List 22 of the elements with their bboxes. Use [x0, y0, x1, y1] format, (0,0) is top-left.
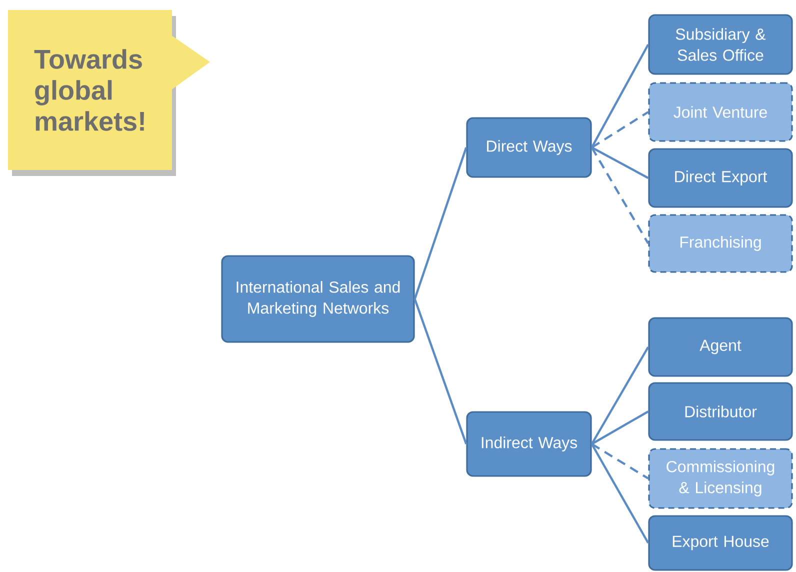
connector-line [590, 146, 650, 244]
sticky-note: Towards global markets! [8, 10, 210, 176]
connector-line [590, 443, 650, 544]
connector-line [591, 146, 649, 179]
process-box: Indirect Ways [466, 411, 592, 477]
process-box: Distributor [648, 382, 793, 441]
connector-line [591, 111, 649, 148]
process-box: Commissioning & Licensing [648, 448, 793, 509]
connector-line [591, 410, 649, 445]
process-box: Direct Export [648, 148, 793, 208]
process-box: Joint Venture [648, 82, 793, 142]
connector-line [590, 44, 650, 148]
process-box: Export House [648, 515, 793, 571]
process-box: Direct Ways [466, 117, 592, 178]
connector-line [414, 298, 468, 444]
process-box: Agent [648, 317, 793, 377]
process-box: International Sales and Marketing Networks [221, 255, 415, 343]
connector-line [590, 346, 650, 445]
connector-line [414, 147, 468, 300]
connector-line [591, 443, 649, 480]
process-box: Franchising [648, 214, 793, 273]
process-box: Subsidiary & Sales Office [648, 14, 793, 75]
